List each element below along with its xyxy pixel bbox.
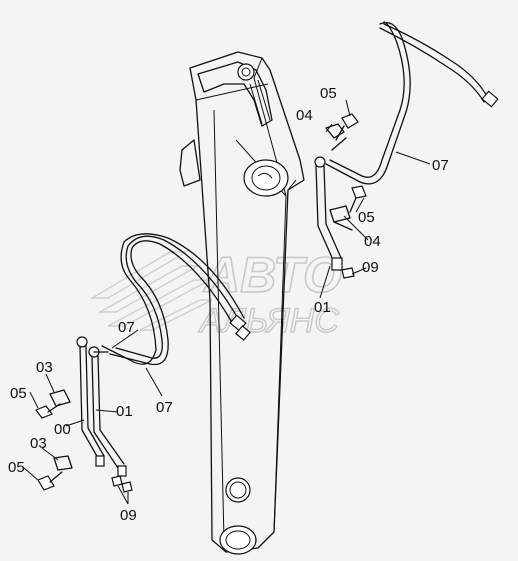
watermark: АВТО АЛЬЯНС: [89, 246, 343, 341]
clamp-right-mid-icon: [329, 205, 353, 231]
leader-lines: [23, 99, 431, 505]
clamp-top-right-icon: [325, 123, 347, 151]
pipe-right: [314, 156, 343, 271]
label-hose-mid-upper: 07: [118, 319, 135, 336]
part-labels: 07 05 04 05 04 09 01 07 07 01 00 03 05 0…: [8, 85, 449, 524]
bolt-right-mid-icon: [349, 185, 367, 213]
bolt-left-upper-icon: [35, 403, 61, 419]
label-bolt-right-mid: 05: [358, 209, 375, 226]
watermark-line2: АЛЬЯНС: [198, 302, 339, 340]
label-pipe-left-b: 00: [54, 421, 71, 438]
clamp-left-upper-icon: [49, 389, 71, 407]
hose-middle-loop: [101, 233, 251, 366]
watermark-logo-icon: [89, 251, 213, 331]
watermark-line1: АВТО: [202, 247, 342, 303]
label-clamp-right-mid: 04: [364, 233, 381, 250]
clamp-left-lower-icon: [53, 455, 73, 471]
bolt-top-right-icon: [335, 113, 359, 141]
label-caps-left: 09: [120, 507, 137, 524]
label-pipe-left-a: 01: [116, 403, 133, 420]
hose-top-right: [325, 21, 499, 185]
label-bolt-left-lower: 05: [8, 459, 25, 476]
label-bolt-top-right: 05: [320, 85, 337, 102]
label-bolt-left-upper: 05: [10, 385, 27, 402]
label-hose-mid-lower: 07: [156, 399, 173, 416]
label-clamp-left-upper: 03: [36, 359, 53, 376]
label-clamp-top-right: 04: [296, 107, 313, 124]
boom-arm: [179, 51, 305, 555]
caps-left-icon: [111, 475, 133, 493]
pipes-left: [76, 336, 127, 477]
cap-right-icon: [341, 267, 355, 279]
label-clamp-left-lower: 03: [30, 435, 47, 452]
label-cap-right: 09: [362, 259, 379, 276]
label-hose-top-right: 07: [432, 157, 449, 174]
bolt-left-lower-icon: [37, 471, 63, 491]
label-pipe-right: 01: [314, 299, 331, 316]
